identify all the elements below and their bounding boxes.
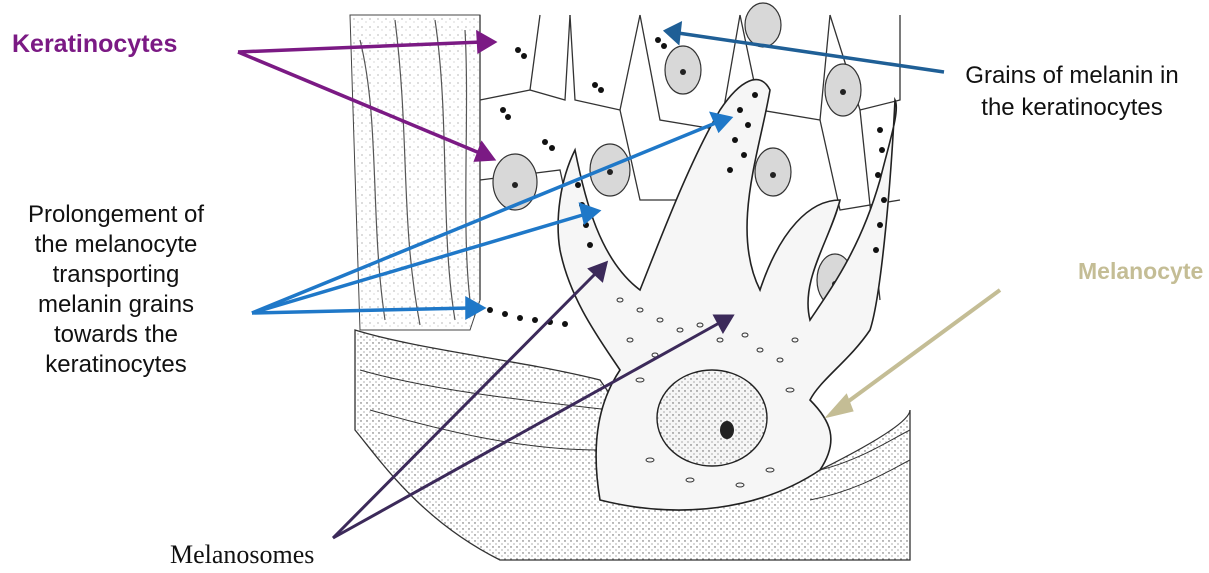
prolongement-label-line-1: Prolongement of: [0, 200, 232, 230]
melanocyte-label: Melanocyte: [1078, 258, 1203, 285]
keratinocytes-label: Keratinocytes: [12, 30, 177, 59]
epidermis-side-tissue: [350, 15, 480, 330]
prolongement-label-line-3: transporting: [0, 260, 232, 290]
prolongement-label-line-6: keratinocytes: [0, 350, 232, 380]
melanin-grains-label-line-2: the keratinocytes: [944, 92, 1200, 124]
melanin-grains-label: Grains of melanin in the keratinocytes: [944, 60, 1200, 124]
melanin-grains-label-line-1: Grains of melanin in: [944, 60, 1200, 92]
melanin-grains-arrow: [666, 24, 944, 72]
melanosomes-label: Melanosomes: [170, 540, 314, 570]
prolongement-label-line-5: towards the: [0, 320, 232, 350]
prolongement-label-line-2: the melanocyte: [0, 230, 232, 260]
prolongement-label-line-4: melanin grains: [0, 290, 232, 320]
prolongement-label: Prolongement of the melanocyte transport…: [0, 200, 232, 380]
